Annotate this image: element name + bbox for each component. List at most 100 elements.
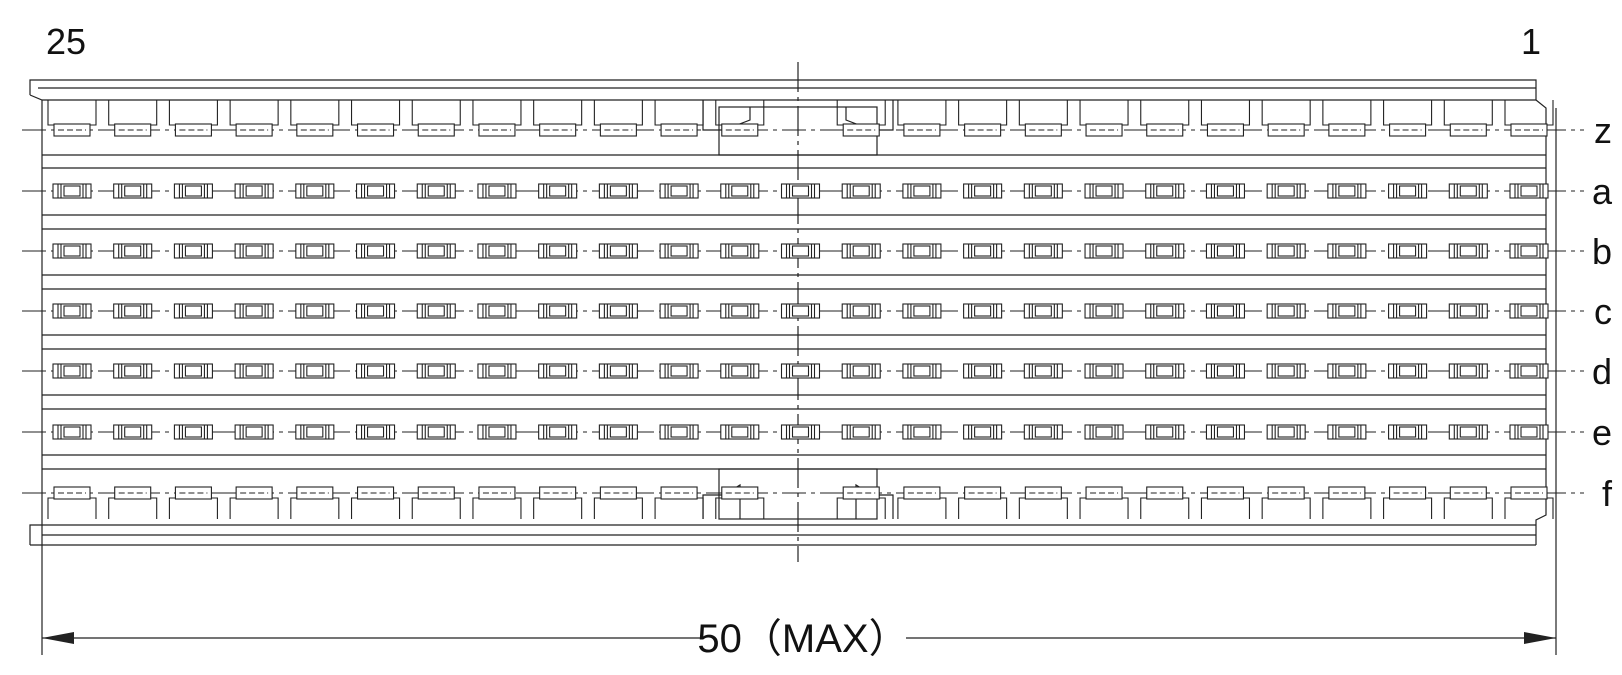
contact-outline: [1145, 183, 1185, 199]
contact-pin: [1205, 243, 1246, 259]
contact-core: [1034, 305, 1052, 317]
contact-pin: [1266, 243, 1306, 259]
contact-outline: [1388, 363, 1428, 379]
contact-core: [731, 426, 749, 438]
contact-outline: [1266, 363, 1306, 379]
contact-outline: [1084, 243, 1124, 259]
pin-cavity: [411, 497, 461, 519]
contact-pin: [1023, 303, 1063, 319]
contact-core: [184, 426, 202, 438]
contact-outline: [295, 243, 335, 259]
contact-outline: [538, 424, 578, 440]
contact-core: [124, 185, 142, 197]
contact-outline: [720, 243, 760, 259]
contact-outline: [234, 183, 274, 199]
contact-outline: [902, 303, 942, 319]
contact-pin: [841, 303, 881, 319]
contact-outline: [234, 303, 274, 319]
contact-outline: [598, 303, 638, 319]
contact-outline: [477, 363, 517, 379]
contact-core: [974, 245, 992, 257]
contact-outline: [841, 243, 881, 259]
contact-pin: [841, 424, 881, 440]
contact-outline: [234, 363, 274, 379]
contact-outline: [416, 243, 456, 259]
contact-outline: [1388, 424, 1428, 440]
contact-core: [1520, 185, 1538, 197]
contact-core: [670, 305, 688, 317]
contact-core: [1459, 426, 1477, 438]
contact-pin: [1448, 303, 1488, 319]
contact-core: [63, 365, 81, 377]
contact-core: [366, 365, 385, 377]
contact-outline: [355, 424, 396, 440]
contact-core: [549, 365, 567, 377]
contact-outline: [355, 183, 396, 199]
pin-cavity: [533, 497, 583, 519]
pin-label-left: 25: [46, 21, 86, 62]
contact-outline: [1084, 424, 1124, 440]
pin-cavity: [229, 497, 279, 519]
contact-core: [184, 245, 202, 257]
pin-cavity: [1261, 100, 1311, 126]
contact-core: [731, 245, 749, 257]
contact-pin: [963, 424, 1003, 440]
contact-pin: [902, 363, 942, 379]
contact-pin: [1327, 303, 1367, 319]
contact-outline: [1388, 303, 1428, 319]
contact-core: [184, 305, 202, 317]
contact-outline: [1023, 303, 1063, 319]
contact-core: [1034, 245, 1052, 257]
contact-outline: [52, 243, 92, 259]
contact-core: [1338, 245, 1356, 257]
contact-core: [488, 426, 506, 438]
contact-pin: [1388, 303, 1428, 319]
row-label-e: e: [1592, 412, 1612, 453]
contact-outline: [1327, 243, 1367, 259]
connector-body: [29, 62, 1557, 655]
contact-outline: [295, 183, 335, 199]
contact-pin: [659, 183, 699, 199]
contact-pin: [1145, 424, 1185, 440]
contact-pin: [1509, 183, 1549, 199]
contact-outline: [659, 243, 699, 259]
contact-core: [1095, 245, 1113, 257]
contact-core: [488, 245, 506, 257]
pin-cavity: [168, 100, 218, 126]
contact-outline: [720, 183, 760, 199]
contact-core: [63, 305, 81, 317]
contact-core: [913, 426, 931, 438]
contact-outline: [780, 303, 821, 319]
pin-cavity: [290, 100, 340, 126]
contact-pin: [841, 243, 881, 259]
contact-pin: [416, 243, 456, 259]
dimension: 50（MAX）: [42, 617, 1556, 661]
contact-core: [427, 426, 445, 438]
contact-outline: [234, 424, 274, 440]
contact-core: [1095, 426, 1113, 438]
contact-outline: [52, 183, 92, 199]
contact-core: [245, 245, 263, 257]
contact-core: [1034, 426, 1052, 438]
dimension-arrow-left: [42, 632, 74, 644]
contact-pin: [355, 424, 396, 440]
contact-outline: [295, 363, 335, 379]
contact-pin: [720, 303, 760, 319]
contact-core: [1156, 185, 1174, 197]
dimension-arrow-right: [1524, 632, 1556, 644]
contact-outline: [113, 183, 153, 199]
contact-outline: [416, 363, 456, 379]
contact-pin: [234, 363, 274, 379]
contact-pin: [1509, 363, 1549, 379]
contact-pin: [902, 183, 942, 199]
pin-cavity: [1140, 497, 1190, 519]
contact-core: [1399, 245, 1417, 257]
pin-cavity: [229, 100, 279, 126]
contact-pin: [659, 303, 699, 319]
contact-core: [366, 245, 385, 257]
contact-pin: [1084, 183, 1124, 199]
contact-pin: [538, 303, 578, 319]
contact-core: [1338, 305, 1356, 317]
contact-pin: [1388, 183, 1428, 199]
pin-cavity: [654, 100, 704, 126]
